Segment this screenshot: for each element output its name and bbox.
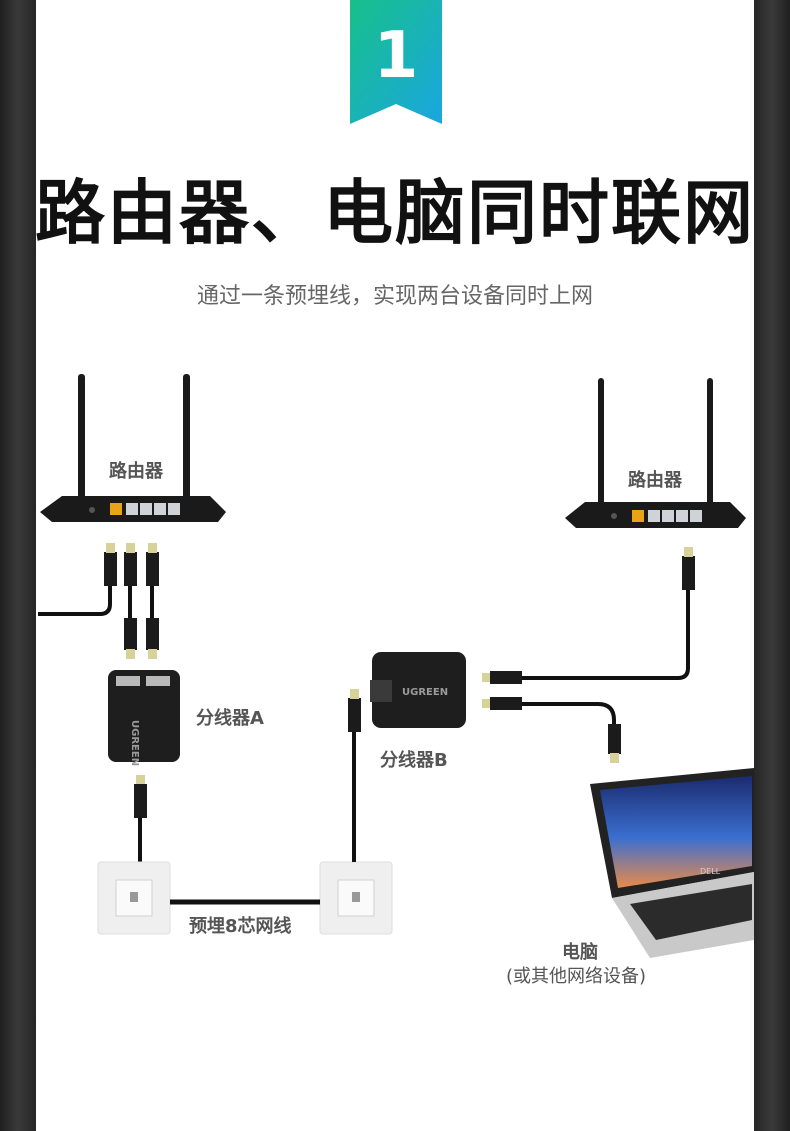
splitter-b-output-cables — [520, 590, 690, 728]
laptop-icon: DELL — [590, 768, 754, 958]
splitter-a-icon: UGREEN — [108, 670, 180, 766]
splitter-a-cable — [134, 775, 147, 862]
rj45-plugs-left — [104, 543, 159, 659]
router-right-icon — [565, 378, 746, 528]
splitter-b-icon: UGREEN — [370, 652, 466, 728]
label-router-left: 路由器 — [109, 461, 163, 482]
label-splitter-b: 分线器B — [380, 750, 448, 771]
wall-plate-right-icon — [319, 861, 393, 935]
label-embedded-cable: 预埋8芯网线 — [189, 916, 292, 937]
label-computer-note: (或其他网络设备) — [506, 966, 647, 987]
page-title: 路由器、电脑同时联网 — [35, 172, 755, 254]
label-router-right: 路由器 — [628, 470, 682, 491]
wall-plate-left-icon — [97, 861, 171, 935]
splitter-a-brand: UGREEN — [129, 720, 140, 766]
router-left-icon — [40, 374, 226, 522]
rj45-plugs-right — [482, 547, 695, 763]
splitter-b-brand: UGREEN — [402, 687, 448, 698]
laptop-brand: DELL — [700, 867, 721, 876]
splitter-b-input-cable — [348, 689, 361, 862]
page-subtitle: 通过一条预埋线，实现两台设备同时上网 — [196, 284, 593, 309]
label-splitter-a: 分线器A — [196, 708, 264, 729]
step-number: 1 — [373, 19, 419, 93]
step-badge — [350, 0, 442, 124]
label-computer: 电脑 — [562, 942, 598, 963]
router-left-cables — [38, 586, 154, 620]
